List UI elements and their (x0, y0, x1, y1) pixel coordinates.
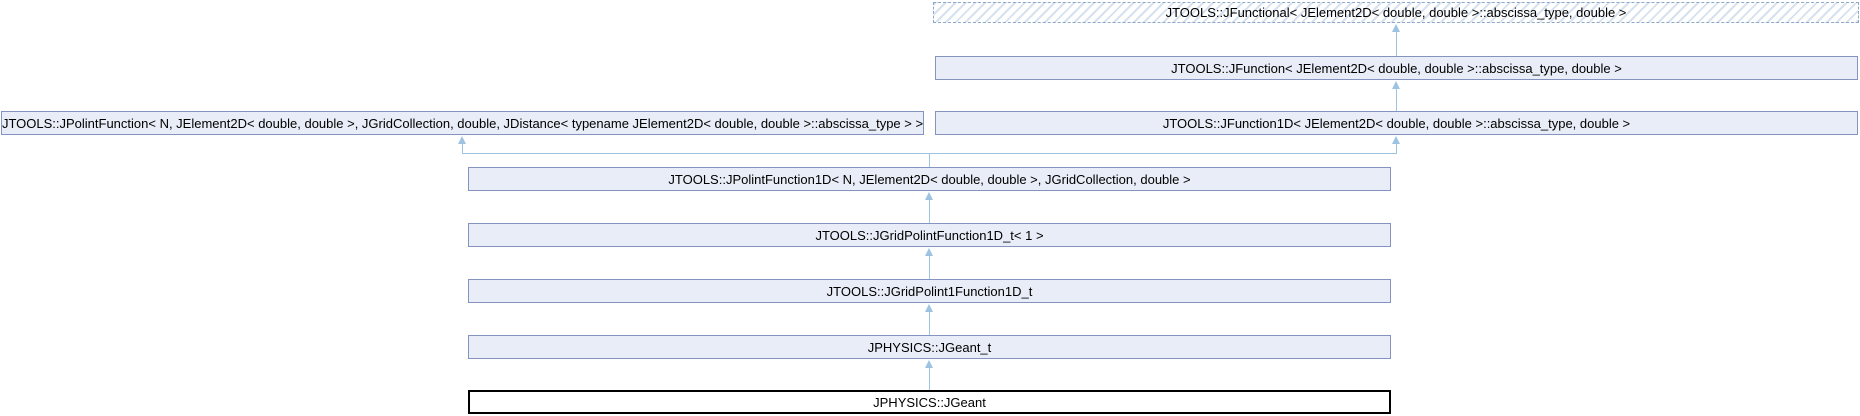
edge-line-jgeant-to-jgeantt (929, 367, 930, 390)
class-node-jfunctional: JTOOLS::JFunctional< JElement2D< double,… (933, 2, 1859, 23)
edge-arrowhead-jgridpolint1function1dt-to-jgridpolintfunction1dt (925, 248, 933, 256)
edge-arrowhead-jgridpolintfunction1dt-to-jpolintfunction1d (925, 192, 933, 200)
edge-arrowhead-jfunction1d-to-jfunction (1392, 81, 1400, 89)
edge-arrowhead-jgeant-to-jgeantt (925, 360, 933, 368)
edge-line-jpolintfunction1d-to-jfunction1d (1396, 143, 1397, 153)
edge-arrowhead-jpolintfunction1d-to-jpolintfunction (458, 136, 466, 144)
edge-riser-jpolintfunction1d (929, 153, 930, 167)
edge-arrowhead-jfunction-to-jfunctional (1392, 24, 1400, 32)
edge-line-jgridpolint1function1dt-to-jgridpolintfunction1dt (929, 255, 930, 279)
class-node-jgeant-t[interactable]: JPHYSICS::JGeant_t (468, 335, 1391, 359)
class-node-jfunction[interactable]: JTOOLS::JFunction< JElement2D< double, d… (935, 56, 1858, 80)
class-node-jpolintfunction[interactable]: JTOOLS::JPolintFunction< N, JElement2D< … (1, 111, 924, 135)
edge-line-jgeantt-to-jgridpolint1function1dt (929, 311, 930, 335)
edge-line-jpolintfunction1d-to-jpolintfunction (462, 143, 463, 153)
edge-line-jfunction1d-to-jfunction (1396, 88, 1397, 111)
edge-line-jfunction-to-jfunctional (1396, 31, 1397, 56)
class-node-jgridpolint1function1d-t[interactable]: JTOOLS::JGridPolint1Function1D_t (468, 279, 1391, 303)
edge-arrowhead-jgeantt-to-jgridpolint1function1dt (925, 304, 933, 312)
class-node-jgeant-current: JPHYSICS::JGeant (468, 390, 1391, 414)
edge-arrowhead-jpolintfunction1d-to-jfunction1d (1392, 136, 1400, 144)
edge-line-jgridpolintfunction1dt-to-jpolintfunction1d (929, 199, 930, 223)
class-node-jgridpolintfunction1d-t[interactable]: JTOOLS::JGridPolintFunction1D_t< 1 > (468, 223, 1391, 247)
class-node-jfunction1d[interactable]: JTOOLS::JFunction1D< JElement2D< double,… (935, 111, 1858, 135)
class-node-jpolintfunction1d[interactable]: JTOOLS::JPolintFunction1D< N, JElement2D… (468, 167, 1391, 191)
